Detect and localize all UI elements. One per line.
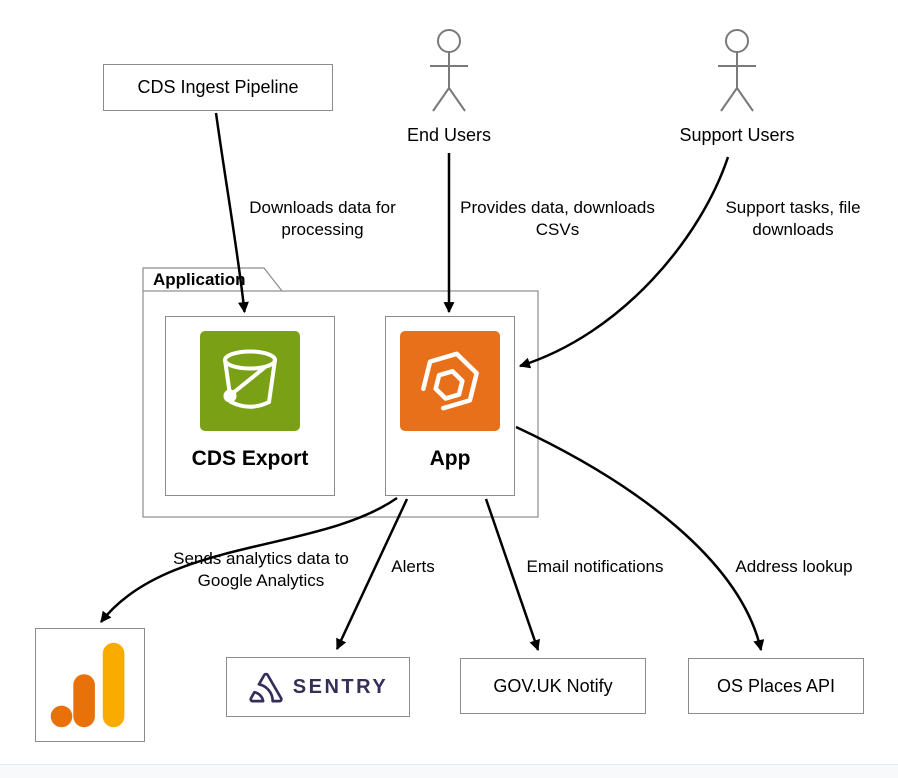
edge-label-support-tasks: Support tasks, file downloads bbox=[725, 198, 861, 240]
aws-ecs-container-icon bbox=[400, 331, 500, 431]
edge-label-provides-data: Provides data, downloads CSVs bbox=[460, 198, 655, 240]
node-label: CDS Ingest Pipeline bbox=[137, 77, 299, 97]
node-label: GOV.UK Notify bbox=[493, 675, 613, 696]
end-users-label: End Users bbox=[406, 125, 492, 145]
google-analytics-bars-icon bbox=[50, 642, 125, 728]
node-cds-export: CDS Export bbox=[165, 316, 335, 496]
person-icon bbox=[430, 29, 468, 112]
node-cds-ingest-pipeline: CDS Ingest Pipeline bbox=[103, 64, 333, 111]
node-sentry: SENTRY bbox=[226, 657, 410, 717]
node-label: OS Places API bbox=[716, 675, 836, 696]
node-label: App bbox=[429, 447, 471, 470]
node-app: App bbox=[385, 316, 515, 496]
aws-s3-bucket-icon bbox=[200, 331, 300, 431]
window-bottom-strip bbox=[0, 764, 898, 778]
application-container-label: Application bbox=[153, 270, 246, 289]
node-govuk-notify: GOV.UK Notify bbox=[460, 658, 646, 714]
person-icon bbox=[718, 29, 756, 112]
edge-label-downloads-data: Downloads data for processing bbox=[249, 198, 396, 240]
node-google-analytics bbox=[35, 628, 145, 742]
edge-app-to-os-places bbox=[515, 425, 765, 652]
edge-label-address-lookup: Address lookup bbox=[735, 557, 853, 576]
edge-support-users-to-app bbox=[518, 156, 730, 369]
sentry-logo-icon bbox=[249, 672, 283, 702]
node-label: CDS Export bbox=[191, 447, 309, 470]
edge-label-email-notifications: Email notifications bbox=[526, 557, 664, 576]
node-os-places-api: OS Places API bbox=[688, 658, 864, 714]
sentry-wordmark: SENTRY bbox=[292, 675, 389, 698]
support-users-label: Support Users bbox=[679, 125, 795, 145]
edge-label-sends-analytics: Sends analytics data to Google Analytics bbox=[173, 549, 349, 591]
edge-label-alerts: Alerts bbox=[391, 557, 435, 576]
